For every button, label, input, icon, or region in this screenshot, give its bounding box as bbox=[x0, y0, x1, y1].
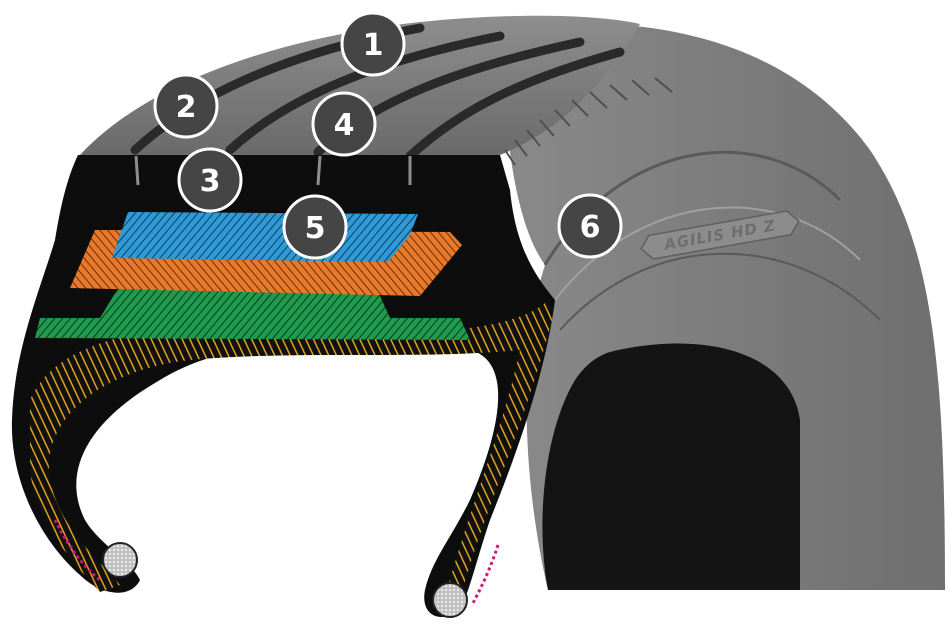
belt-green bbox=[35, 318, 470, 340]
callout-badge-2: 2 bbox=[153, 73, 219, 139]
tire-tread bbox=[80, 15, 640, 155]
callout-label-3: 3 bbox=[200, 164, 221, 199]
tire-inner-opening bbox=[542, 343, 800, 590]
callout-badge-4: 4 bbox=[311, 91, 377, 157]
callout-label-5: 5 bbox=[305, 211, 326, 246]
callout-badge-5: 5 bbox=[282, 194, 348, 260]
bead-core-left bbox=[102, 542, 138, 578]
shoulder-ribs bbox=[504, 77, 673, 166]
casing-ply bbox=[30, 300, 552, 600]
callout-label-6: 6 bbox=[580, 210, 601, 245]
bead-chafer-left bbox=[53, 519, 101, 582]
sidewall-groove bbox=[554, 206, 861, 301]
sidewall-groove bbox=[559, 252, 881, 331]
belt-blue bbox=[112, 212, 418, 262]
callout-badge-1: 1 bbox=[340, 11, 406, 77]
callout-badge-3: 3 bbox=[177, 147, 243, 213]
callout-label-1: 1 bbox=[363, 28, 384, 63]
callout-label-2: 2 bbox=[176, 90, 197, 125]
callout-badge-6: 6 bbox=[557, 193, 623, 259]
bead-core-right bbox=[432, 582, 468, 618]
callout-label-4: 4 bbox=[334, 108, 355, 143]
bead-chafer-right bbox=[470, 544, 500, 606]
